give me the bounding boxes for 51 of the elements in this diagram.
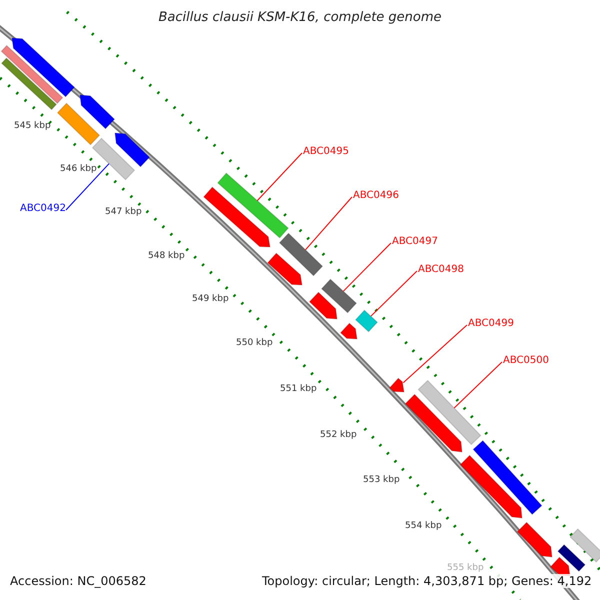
gene-bar — [418, 380, 482, 446]
leader-line — [65, 163, 110, 210]
accession-text: Accession: NC_006582 — [10, 574, 146, 588]
leader-line — [454, 362, 502, 408]
scale-label: 552 kbp — [320, 430, 357, 440]
gene-bar — [354, 310, 378, 332]
gene-label: ABC0492 — [20, 203, 66, 214]
gene-label: ABC0499 — [468, 318, 514, 329]
gene-feature — [340, 322, 358, 340]
gene-feature — [550, 556, 571, 577]
title: Bacillus clausii KSM-K16, complete genome — [157, 10, 443, 25]
gene-feature — [11, 37, 76, 98]
gene-feature — [79, 94, 116, 130]
gene-feature — [516, 522, 553, 558]
gene-bar — [0, 57, 58, 110]
gene-bar — [472, 440, 542, 516]
gene-label: ABC0495 — [303, 146, 349, 157]
scale-label: 551 kbp — [280, 384, 317, 394]
gene-bar — [570, 528, 600, 563]
gene-label: ABC0497 — [392, 236, 438, 247]
scale-label: 548 kbp — [148, 251, 185, 261]
gene-feature — [404, 394, 463, 453]
gene-feature — [460, 454, 523, 519]
gene-bar — [557, 544, 586, 572]
gene-bar — [56, 102, 100, 146]
gene-feature — [114, 132, 150, 168]
genome-summary-text: Topology: circular; Length: 4,303,871 bp; Genes: 4,192 — [262, 574, 592, 588]
gene-bar — [278, 232, 324, 276]
scale-label: 546 kbp — [60, 164, 97, 174]
leader-line — [402, 324, 468, 384]
scale-label: 549 kbp — [192, 294, 229, 304]
gene-bar — [320, 278, 358, 314]
gene-feature — [203, 186, 271, 248]
gene-feature — [308, 292, 338, 320]
scale-label: 545 kbp — [14, 121, 51, 131]
gene-bar — [0, 44, 64, 104]
scale-label: 547 kbp — [105, 207, 142, 217]
gene-label: ABC0498 — [418, 264, 464, 275]
scale-label: 553 kbp — [363, 475, 400, 485]
gene-bar — [217, 172, 289, 239]
scale-label: 554 kbp — [405, 521, 442, 531]
gene-label: ABC0496 — [353, 190, 399, 201]
leader-line — [370, 270, 418, 317]
gene-feature — [389, 378, 405, 393]
scale-label: 550 kbp — [236, 338, 273, 348]
leader-line — [305, 196, 352, 250]
leader-line — [256, 152, 302, 202]
gene-feature — [267, 252, 303, 286]
leader-line — [342, 242, 392, 292]
gene-label: ABC0500 — [503, 355, 549, 366]
scale-label: 555 kbp — [447, 563, 484, 573]
